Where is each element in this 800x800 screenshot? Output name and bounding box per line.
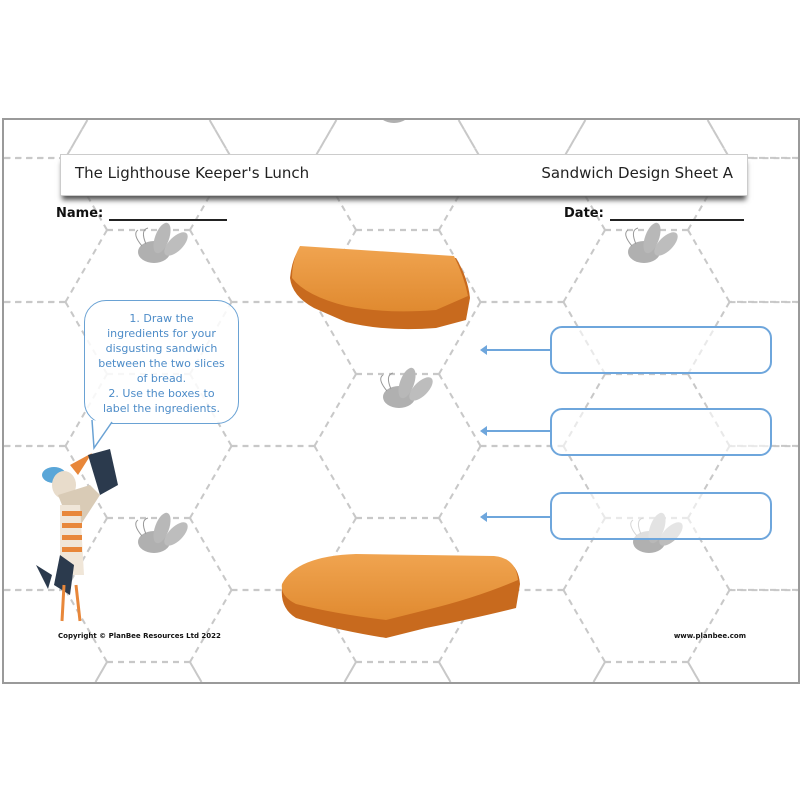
ingredient-label-box-2[interactable] — [550, 408, 772, 456]
date-label: Date: — [564, 206, 604, 221]
arrow-to-box-3 — [480, 512, 550, 522]
bird-character-illustration — [36, 449, 118, 622]
name-field[interactable]: Name: — [56, 206, 228, 221]
worksheet-title: The Lighthouse Keeper's Lunch — [75, 164, 310, 182]
date-field[interactable]: Date: — [564, 206, 744, 221]
copyright-text: Copyright © PlanBee Resources Ltd 2022 — [58, 632, 221, 640]
fly-icon — [625, 222, 678, 263]
top-bread-slice — [290, 246, 470, 330]
instruction-step-2: 2. Use the boxes to label the ingredient… — [102, 387, 221, 415]
fly-icon — [383, 120, 405, 123]
instruction-step-1: 1. Draw the ingredients for your disgust… — [98, 312, 225, 385]
website-link[interactable]: www.planbee.com — [673, 632, 746, 640]
fly-icon — [135, 512, 188, 553]
fly-icon — [135, 222, 188, 263]
speech-bubble-tail — [91, 420, 113, 450]
name-label: Name: — [56, 206, 104, 221]
instruction-speech-bubble: 1. Draw the ingredients for your disgust… — [84, 300, 239, 424]
fly-icon — [380, 367, 433, 408]
worksheet: The Lighthouse Keeper's Lunch Sandwich D… — [2, 118, 800, 684]
arrow-to-box-1 — [480, 345, 550, 355]
arrow-to-box-2 — [480, 426, 550, 436]
ingredient-label-box-3[interactable] — [550, 492, 772, 540]
ingredient-label-box-1[interactable] — [550, 326, 772, 374]
sheet-name: Sandwich Design Sheet A — [541, 164, 733, 182]
title-banner: The Lighthouse Keeper's Lunch Sandwich D… — [60, 154, 748, 196]
bottom-bread-slice — [281, 554, 520, 638]
